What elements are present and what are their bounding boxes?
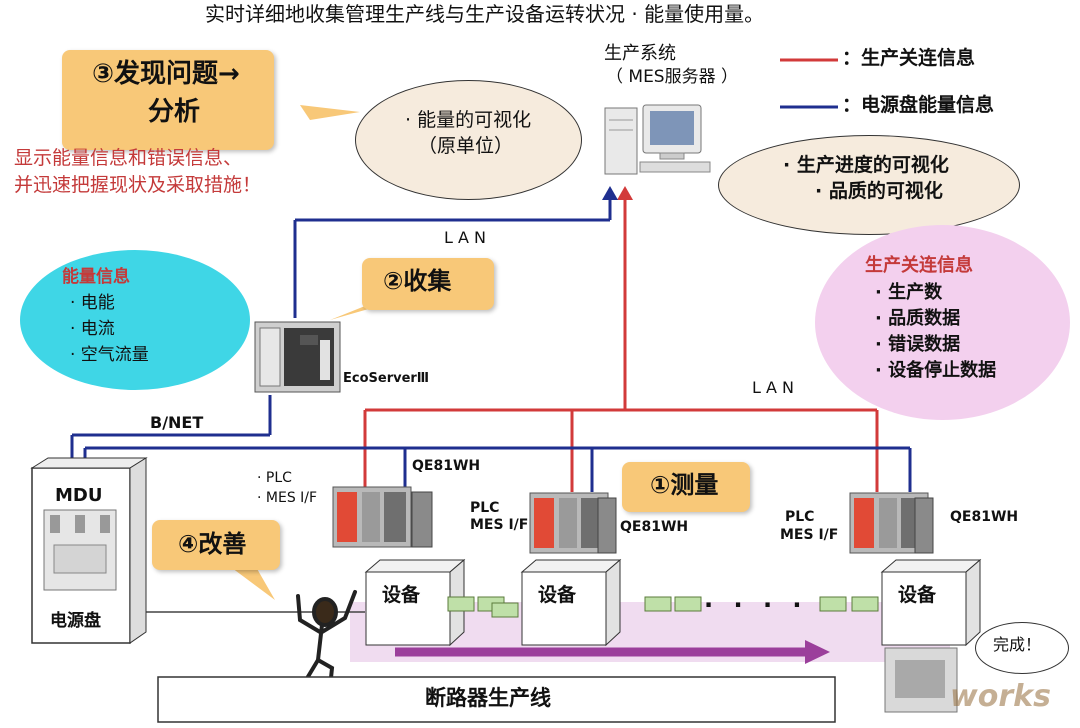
prod-info-title: 生产关连信息 <box>865 255 973 276</box>
legend-blue-label: ：电源盘能量信息 <box>842 94 995 116</box>
plc-unit-1 <box>332 486 433 548</box>
progress-visualization-bubble <box>718 135 1020 235</box>
prod-info-item-2: · 品质数据 <box>875 308 961 329</box>
plc3-line1: PLC <box>785 509 815 525</box>
mdu-panel-icon <box>30 457 148 644</box>
mes-title-line1: 生产系统 <box>604 43 676 64</box>
progress-bubble-line2: · 品质的可视化 <box>815 180 943 202</box>
step3-desc-line1: 显示能量信息和错误信息、 <box>14 147 243 169</box>
plc3-line2: MES I/F <box>780 527 839 543</box>
plc-unit-3 <box>849 492 934 554</box>
legend-red-label: ：生产关连信息 <box>842 47 976 69</box>
energy-bubble-line2: （原单位） <box>418 135 514 157</box>
production-line-box <box>157 676 836 723</box>
header-text: 实时详细地收集管理生产线与生产设备运转状况 · 能量使用量。 <box>205 2 765 26</box>
bnet-label: B/NET <box>150 413 204 432</box>
lan-mid-label: L A N <box>752 378 794 397</box>
callout3-pointer <box>300 105 360 120</box>
callout4-pointer <box>228 560 275 600</box>
step4-callout <box>152 520 280 570</box>
step2-callout <box>362 258 494 310</box>
energy-visualization-bubble <box>355 80 582 200</box>
plc-unit-2 <box>529 492 617 554</box>
qe81wh-label-3: QE81WH <box>950 509 1019 525</box>
production-line-label: 断路器生产线 <box>425 686 551 710</box>
step3-callout <box>62 50 274 150</box>
ecoserver-device-icon <box>254 321 341 393</box>
done-thumbnail-device <box>895 660 945 698</box>
red-arrow-head <box>617 186 633 200</box>
equipment-label-3: 设备 <box>898 584 937 606</box>
done-speech-bubble <box>975 622 1069 674</box>
step1-title: ①测量 <box>650 471 719 499</box>
plc1-line2: · MES I/F <box>257 490 318 506</box>
energy-info-item-1: · 电能 <box>70 293 115 313</box>
qe81wh-label-1: QE81WH <box>412 458 481 474</box>
lan-top-label: L A N <box>444 228 486 247</box>
step3-desc-line2: 并迅速把握现状及采取措施！ <box>14 174 262 196</box>
watermark-logo-text: works <box>950 679 1051 714</box>
plc2-line1: PLC <box>470 500 500 516</box>
equipment-box-2 <box>520 558 622 647</box>
energy-info-item-3: · 空气流量 <box>70 345 149 365</box>
prod-info-item-1: · 生产数 <box>875 282 943 303</box>
energy-info-bubble <box>20 250 250 390</box>
power-panel-label: 电源盘 <box>50 611 101 631</box>
plc1-line1: · PLC <box>257 470 292 486</box>
qe81wh-label-2: QE81WH <box>620 519 689 535</box>
mes-server-icon <box>604 104 711 175</box>
equipment-box-3 <box>880 558 982 647</box>
energy-info-item-2: · 电流 <box>70 319 115 339</box>
flow-arrow-head <box>805 640 830 664</box>
energy-info-title: 能量信息 <box>62 267 130 287</box>
plc2-line2: MES I/F <box>470 517 529 533</box>
prod-info-item-4: · 设备停止数据 <box>875 360 997 381</box>
done-label: 完成！ <box>993 635 1042 654</box>
step3-title-line2: 分析 <box>148 97 201 127</box>
mdu-label: MDU <box>55 485 103 506</box>
worker-figure-icon <box>296 590 357 692</box>
blue-arrow-head <box>602 186 618 200</box>
energy-bubble-line1: · 能量的可视化 <box>405 109 532 131</box>
production-info-bubble <box>815 225 1070 420</box>
step1-callout <box>622 462 750 512</box>
progress-bubble-line1: · 生产进度的可视化 <box>783 154 949 176</box>
equipment-label-2: 设备 <box>538 584 577 606</box>
prod-info-item-3: · 错误数据 <box>875 334 961 355</box>
step4-title: ④改善 <box>178 530 247 558</box>
step2-title: ②收集 <box>383 267 452 295</box>
equipment-label-1: 设备 <box>382 584 421 606</box>
ecoserver-label: EcoServerⅢ <box>343 371 430 386</box>
continuation-dots: · · · · <box>704 591 808 619</box>
conveyor-items <box>447 596 879 618</box>
step3-title-line1: ③发现问题→ <box>92 59 240 89</box>
red-lan-lines <box>363 192 879 492</box>
mes-title-line2: （ MES服务器 ） <box>606 67 739 87</box>
